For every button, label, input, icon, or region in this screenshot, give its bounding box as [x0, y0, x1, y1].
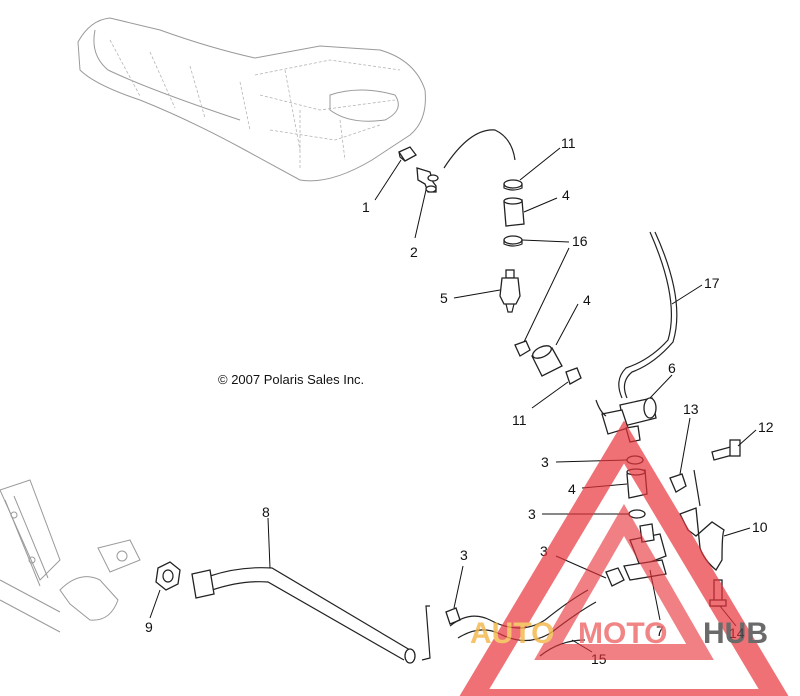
vacuum-line	[618, 231, 673, 399]
frame-section	[0, 479, 141, 633]
callout-4-top: 4	[562, 187, 570, 203]
callout-1: 1	[362, 199, 370, 215]
part-clamp-lower	[514, 340, 531, 357]
air-box-outline	[77, 17, 426, 182]
part-clamp-3c	[605, 567, 625, 587]
callout-7: 7	[656, 623, 664, 639]
vent-tube-short	[443, 129, 516, 169]
callout-6: 6	[668, 360, 676, 376]
callout-labels: 1 2 11 4 16 5 4 17 6 11 13 12 3 4 3 3 10…	[145, 135, 774, 667]
part-clamp-middle	[503, 235, 523, 247]
watermark-triangle-inner	[534, 503, 714, 660]
part-clamp-3b	[628, 509, 646, 519]
part-bolt-12	[711, 439, 741, 461]
copyright-notice: © 2007 Polaris Sales Inc.	[218, 372, 364, 387]
part-check-valve	[499, 269, 521, 313]
callout-4-lower: 4	[568, 481, 576, 497]
part-nut-9	[155, 561, 181, 591]
watermark-moto: MOTO	[578, 617, 667, 650]
callout-10: 10	[752, 519, 768, 535]
watermark-hub: HUB	[703, 617, 768, 650]
callout-11-top: 11	[561, 135, 576, 151]
part-tube-8	[191, 567, 431, 664]
callout-5: 5	[440, 290, 448, 306]
callout-2: 2	[410, 244, 418, 260]
watermark-auto: AUTO	[470, 617, 554, 650]
callout-3-d: 3	[460, 547, 468, 563]
part-hose-upper	[503, 197, 525, 227]
watermark-logo: AUTO MOTO HUB	[459, 420, 789, 696]
part-clamp-3d	[445, 607, 461, 625]
callout-4-middle: 4	[583, 292, 591, 308]
callout-8: 8	[262, 504, 270, 520]
callout-12: 12	[758, 419, 774, 435]
callout-13: 13	[683, 401, 699, 417]
part-clamp-side	[565, 367, 582, 385]
part-clamp-upper	[503, 179, 523, 191]
callout-11-lower: 11	[512, 412, 527, 428]
callout-16: 16	[572, 233, 588, 249]
callout-9: 9	[145, 619, 153, 635]
callout-17: 17	[704, 275, 720, 291]
part-elbow-fitting	[416, 167, 439, 193]
watermark-triangle-outer	[459, 420, 789, 696]
part-nut-13	[669, 473, 687, 493]
callout-3-c: 3	[540, 543, 548, 559]
part-hose-middle	[531, 345, 563, 377]
callout-3-b: 3	[528, 506, 536, 522]
part-cap	[398, 146, 417, 162]
callout-3-a: 3	[541, 454, 549, 470]
